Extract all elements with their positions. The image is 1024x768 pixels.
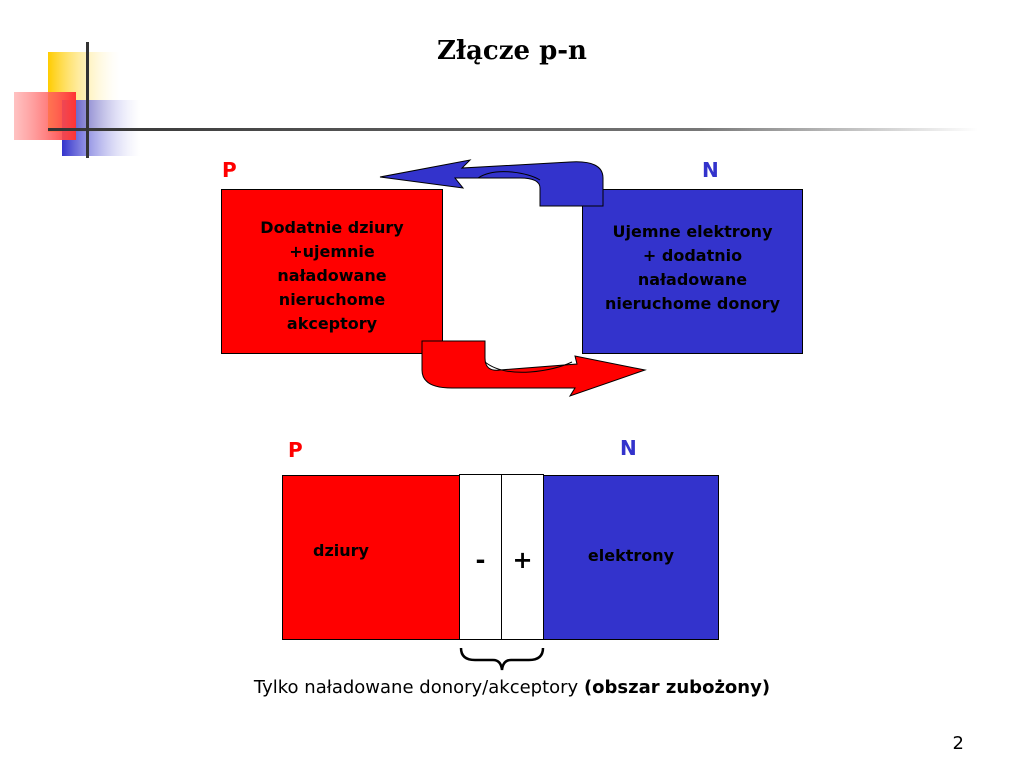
top-n-text-line: nieruchome donory bbox=[604, 294, 781, 313]
diffusion-arrows bbox=[379, 159, 647, 397]
deco-vertical-line bbox=[86, 42, 89, 158]
deco-horizontal-line bbox=[48, 128, 978, 131]
decorative-corner-graphic bbox=[14, 42, 978, 158]
top-n-text-line: naładowane bbox=[637, 270, 748, 289]
top-p-text: Dodatnie dziury +ujemnie naładowane nier… bbox=[221, 216, 443, 336]
top-p-region bbox=[221, 189, 443, 354]
top-n-text: Ujemne elektrony + dodatnio naładowane n… bbox=[582, 220, 803, 316]
caption: Tylko naładowane donory/akceptory (obsza… bbox=[0, 677, 1024, 698]
blue-curved-arrow bbox=[379, 159, 604, 207]
minus-sign: - bbox=[475, 546, 486, 574]
bottom-p-label: P bbox=[288, 438, 303, 462]
plus-sign: + bbox=[512, 546, 533, 574]
depletion-brace bbox=[459, 647, 545, 671]
top-n-text-line: Ujemne elektrony bbox=[612, 222, 773, 241]
bottom-n-region bbox=[543, 475, 719, 640]
bottom-n-label: N bbox=[620, 436, 637, 460]
caption-normal: Tylko naładowane donory/akceptory bbox=[253, 677, 584, 698]
bottom-n-text: elektrony bbox=[587, 546, 675, 565]
bottom-p-region bbox=[282, 475, 460, 640]
caption-bold: (obszar zubożony) bbox=[583, 677, 771, 698]
top-p-text-line: +ujemnie bbox=[289, 242, 375, 261]
page-number: 2 bbox=[952, 733, 964, 754]
top-p-text-line: naładowane bbox=[277, 266, 387, 285]
top-p-text-line: Dodatnie dziury bbox=[260, 218, 404, 237]
red-arrow-inner-fold bbox=[484, 361, 573, 373]
red-curved-arrow bbox=[421, 340, 647, 397]
page-title: Złącze p-n bbox=[437, 36, 587, 66]
bottom-p-text: dziury bbox=[313, 541, 369, 560]
top-n-region bbox=[582, 189, 803, 354]
top-p-label: P bbox=[222, 158, 237, 182]
top-p-text-line: akceptory bbox=[286, 314, 378, 333]
deco-red-square bbox=[14, 92, 76, 140]
top-p-text-line: nieruchome bbox=[278, 290, 386, 309]
top-n-text-line: + dodatnio bbox=[642, 246, 743, 265]
blue-arrow-inner-fold bbox=[477, 171, 541, 181]
top-n-label: N bbox=[702, 158, 719, 182]
